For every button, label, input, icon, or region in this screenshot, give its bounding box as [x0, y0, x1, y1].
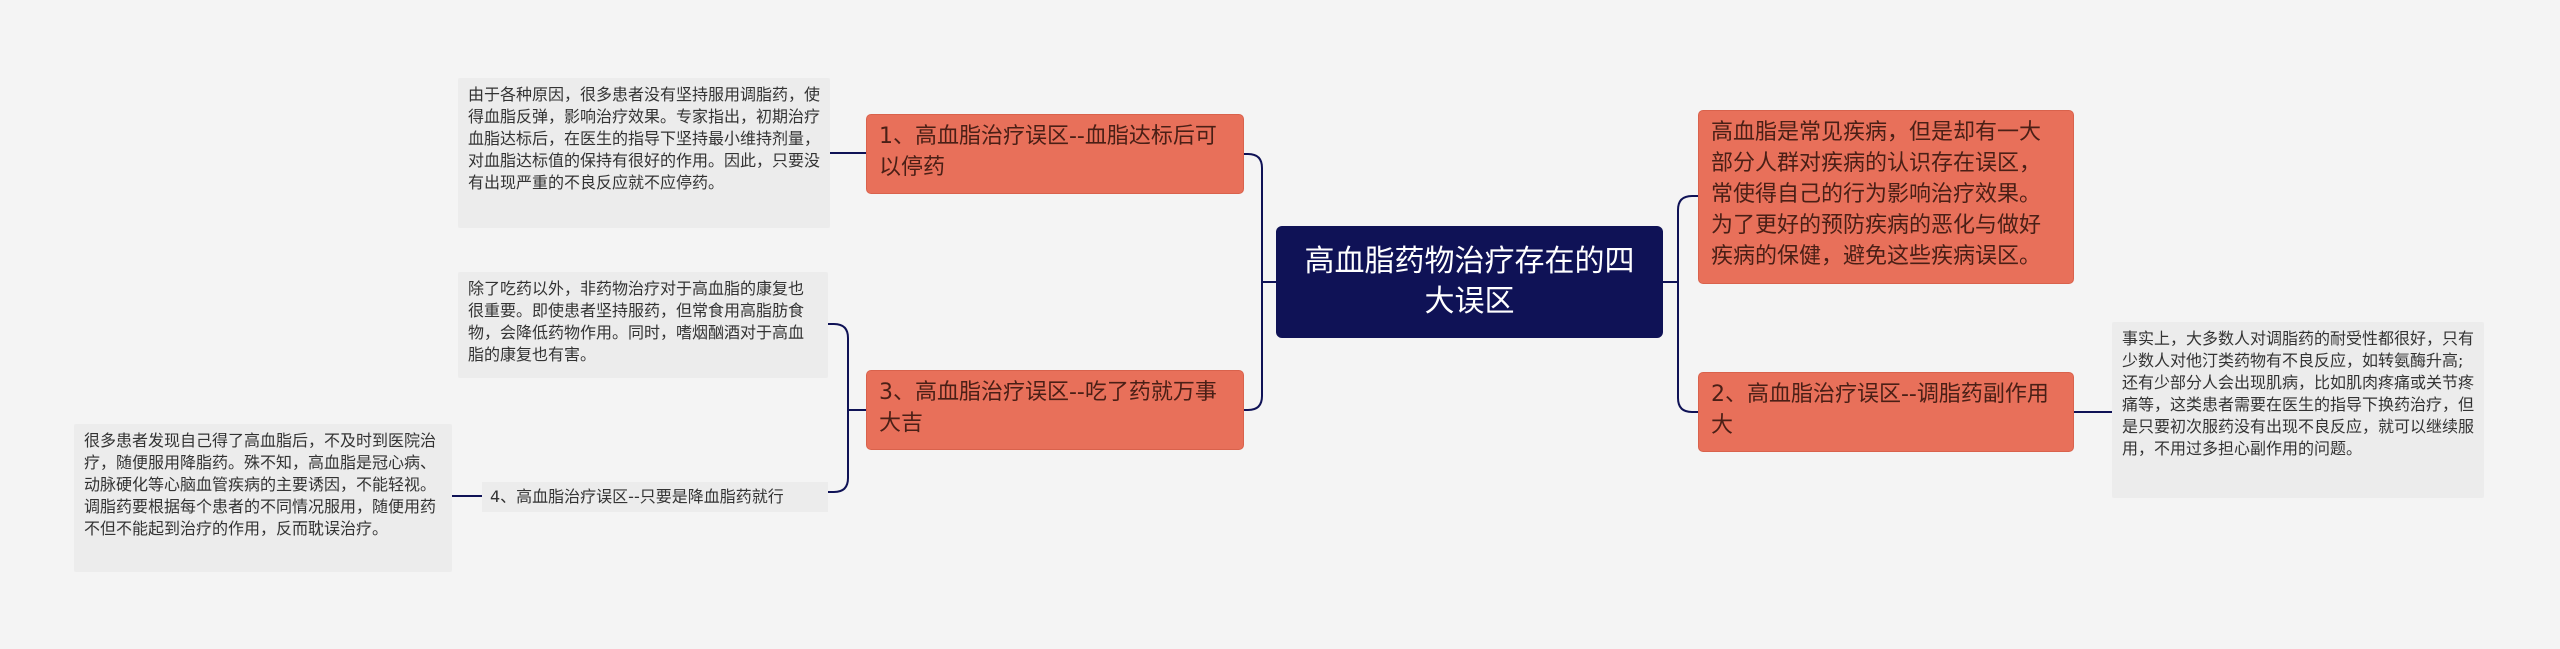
root-topic[interactable]: 高血脂药物治疗存在的四大误区	[1276, 226, 1663, 338]
branch-4-detail-text: 很多患者发现自己得了高血脂后，不及时到医院治疗，随便服用降脂药。殊不知，高血脂是…	[84, 431, 437, 538]
root-topic-label: 高血脂药物治疗存在的四大误区	[1304, 244, 1635, 319]
branch-2-label: 2、高血脂治疗误区--调脂药副作用大	[1711, 382, 2049, 438]
intro-node-label: 高血脂是常见疾病，但是却有一大部分人群对疾病的认识存在误区，常使得自己的行为影响…	[1711, 120, 2042, 269]
connector-to-intro	[1677, 195, 1698, 211]
branch-4-label: 4、高血脂治疗误区--只要是降血脂药就行	[490, 487, 784, 506]
branch-2-detail[interactable]: 事实上，大多数人对调脂药的耐受性都很好，只有少数人对他汀类药物有不良反应，如转氨…	[2112, 322, 2484, 498]
branch-1-label: 1、高血脂治疗误区--血脂达标后可以停药	[879, 124, 1217, 180]
branch-3-label: 3、高血脂治疗误区--吃了药就万事大吉	[879, 380, 1217, 436]
connector-to-b2	[1677, 397, 1698, 413]
branch-2-detail-text: 事实上，大多数人对调脂药的耐受性都很好，只有少数人对他汀类药物有不良反应，如转氨…	[2122, 329, 2475, 458]
branch-3-detail-text: 除了吃药以外，非药物治疗对于高血脂的康复也很重要。即使患者坚持服药，但常食用高脂…	[468, 279, 805, 364]
branch-3[interactable]: 3、高血脂治疗误区--吃了药就万事大吉	[866, 370, 1244, 450]
branch-4-detail[interactable]: 很多患者发现自己得了高血脂后，不及时到医院治疗，随便服用降脂药。殊不知，高血脂是…	[74, 424, 452, 572]
connector-to-b1	[1244, 153, 1263, 169]
connector-to-b3	[1244, 395, 1263, 411]
branch-2[interactable]: 2、高血脂治疗误区--调脂药副作用大	[1698, 372, 2074, 452]
branch-3-detail[interactable]: 除了吃药以外，非药物治疗对于高血脂的康复也很重要。即使患者坚持服药，但常食用高脂…	[458, 272, 828, 378]
connector-to-b4	[828, 477, 849, 493]
branch-1-detail-text: 由于各种原因，很多患者没有坚持服用调脂药，使得血脂反弹，影响治疗效果。专家指出，…	[468, 85, 821, 192]
intro-node[interactable]: 高血脂是常见疾病，但是却有一大部分人群对疾病的认识存在误区，常使得自己的行为影响…	[1698, 110, 2074, 284]
branch-4[interactable]: 4、高血脂治疗误区--只要是降血脂药就行	[482, 482, 828, 512]
branch-1[interactable]: 1、高血脂治疗误区--血脂达标后可以停药	[866, 114, 1244, 194]
connector-b3-detail	[828, 323, 849, 339]
branch-1-detail[interactable]: 由于各种原因，很多患者没有坚持服用调脂药，使得血脂反弹，影响治疗效果。专家指出，…	[458, 78, 830, 228]
